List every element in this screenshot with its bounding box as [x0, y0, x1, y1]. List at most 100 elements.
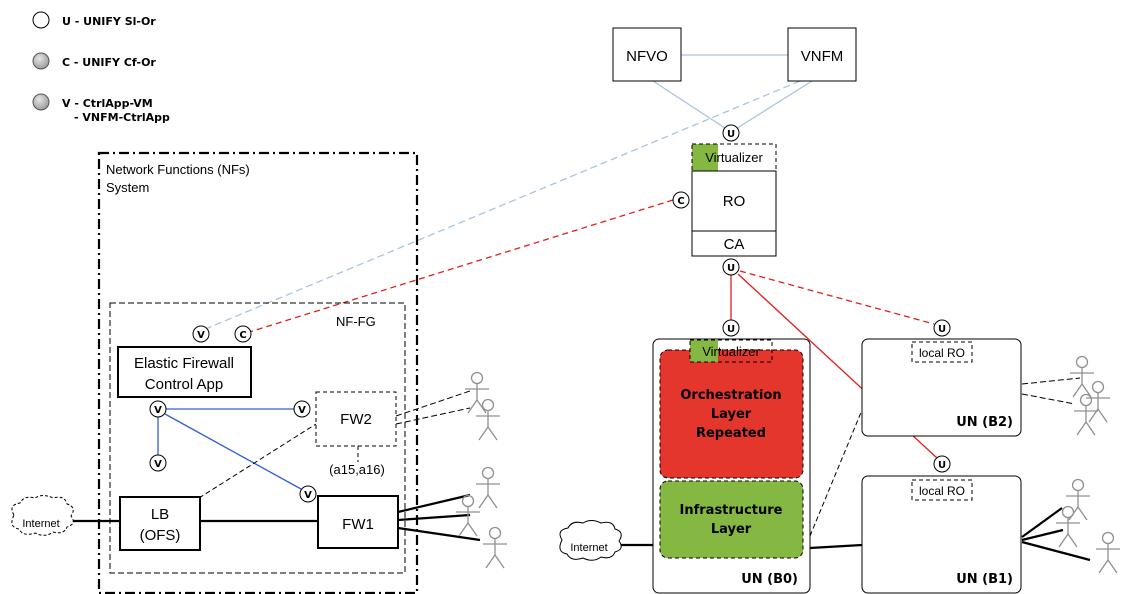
- un-b0-label: UN (B0): [741, 572, 798, 587]
- port-c-ctrlapp-label: C: [239, 330, 246, 341]
- legend-u-circle-icon: [32, 11, 50, 29]
- port-v-hub[interactable]: V: [149, 400, 167, 418]
- un-b2-box[interactable]: local RO UN (B2): [861, 338, 1022, 437]
- fw1-label: FW1: [342, 516, 374, 533]
- orch-label-1: Orchestration: [680, 388, 781, 403]
- legend-v-text: V - CtrlApp-VM: [62, 97, 153, 110]
- ro-ctrlapp-dashed-link: [242, 199, 674, 335]
- users-b2: [1069, 355, 1111, 436]
- vnfm-box[interactable]: VNFM: [787, 27, 857, 82]
- infrastructure-layer[interactable]: Infrastructure Layer: [659, 480, 804, 559]
- port-u-b1-label: U: [938, 460, 946, 471]
- user-icon: [475, 466, 501, 509]
- b2-user-dashed-link-1: [1021, 377, 1081, 385]
- lb-box[interactable]: LB (OFS): [119, 496, 201, 551]
- user-icon: [1069, 355, 1095, 398]
- port-v-ctrlapp-label: V: [197, 330, 205, 341]
- users-fw2: [464, 371, 501, 441]
- local-ro-b2-box: [911, 341, 973, 363]
- virtualizer-top-label: Virtualizer: [705, 150, 763, 165]
- nf-system-box: Network Functions (NFs) System: [97, 151, 419, 594]
- b0-b1-link: [809, 543, 863, 550]
- nffg-box: NF-FG: [109, 302, 406, 574]
- port-u-ca[interactable]: U: [722, 258, 740, 276]
- un-b2-label: UN (B2): [956, 415, 1013, 430]
- infra-label-1: Infrastructure: [680, 503, 783, 518]
- fw1-box[interactable]: FW1: [317, 495, 399, 549]
- nfvo-u-link: [652, 80, 732, 133]
- fw2-box[interactable]: FW2: [315, 391, 397, 447]
- fw2-label: FW2: [340, 411, 372, 428]
- user-icon: [482, 526, 508, 569]
- fw1-user-link-1: [397, 493, 471, 514]
- virtualizer-b0-label: Virtualizer: [702, 344, 760, 359]
- orch-label-2: Layer: [711, 407, 752, 422]
- internet-right-label: Internet: [570, 542, 607, 554]
- b0-b2-dashed-link: [809, 409, 863, 537]
- port-v-fw2[interactable]: V: [293, 400, 311, 418]
- local-ro-b1-box: [911, 479, 973, 501]
- legend-item-v: V - CtrlApp-VM - VNFM-CtrlApp: [32, 93, 170, 124]
- ports: U C U U U U V C: [149, 124, 951, 503]
- internet-left-label: Internet: [22, 518, 59, 530]
- port-u-ro-top-label: U: [727, 129, 735, 140]
- port-v-fw2-label: V: [298, 405, 306, 416]
- ro-stack[interactable]: Virtualizer RO CA: [691, 143, 777, 257]
- fw2-user-dashed-link-2: [395, 407, 471, 425]
- port-u-ro-top[interactable]: U: [722, 124, 740, 142]
- fw2-user-dashed-link-1: [395, 390, 471, 417]
- vnfm-ctrlapp-dashed-link: [202, 80, 801, 331]
- lb-fw2-dashed-link: [198, 423, 317, 499]
- ctrl-app-label-1: Elastic Firewall: [134, 355, 234, 372]
- b1-user-link-1: [1021, 507, 1063, 538]
- port-u-b0-label: U: [727, 324, 735, 335]
- infra-label-2: Layer: [711, 522, 752, 537]
- ctrl-app-box[interactable]: Elastic Firewall Control App: [117, 346, 252, 398]
- nf-system-title: Network Functions (NFs): [106, 162, 250, 177]
- port-u-ca-label: U: [727, 263, 735, 274]
- b1-user-link-2: [1021, 528, 1064, 542]
- legend-u-text: U - UNIFY Sl-Or: [62, 15, 156, 28]
- port-c-ro-label: C: [677, 196, 684, 207]
- local-ro-b2-label: local RO: [919, 346, 965, 360]
- ctrl-app-label-2: Control App: [145, 376, 223, 393]
- ca-label: CA: [724, 236, 745, 253]
- a15-label: (a15,a16): [329, 462, 385, 477]
- port-u-b2[interactable]: U: [933, 319, 951, 337]
- port-v-fw1-label: V: [304, 490, 312, 501]
- un-b1-box[interactable]: local RO UN (B1): [861, 475, 1022, 594]
- orchestration-layer[interactable]: Orchestration Layer Repeated: [659, 349, 804, 479]
- users-fw1: [455, 466, 508, 569]
- ro-label: RO: [723, 193, 746, 210]
- legend-v-text2: - VNFM-CtrlApp: [74, 111, 170, 124]
- internet-right-cloud-icon: Internet: [559, 520, 622, 561]
- b2-user-dashed-link-2: [1021, 393, 1076, 405]
- port-u-b2-label: U: [938, 324, 946, 335]
- nfvo-box[interactable]: NFVO: [612, 27, 682, 82]
- port-v-ctrlapp[interactable]: V: [192, 325, 210, 343]
- vnfm-u-link: [730, 80, 813, 133]
- port-v-hub-label: V: [154, 405, 162, 416]
- virtualizer-b0-green: [690, 340, 718, 362]
- user-icon: [1095, 531, 1121, 574]
- user-icon: [464, 371, 490, 414]
- b1-user-link-3: [1021, 540, 1091, 562]
- lb-label-2: (OFS): [140, 527, 181, 544]
- fw1-user-link-2: [397, 513, 471, 522]
- port-c-ro[interactable]: C: [672, 191, 690, 209]
- local-ro-b1-label: local RO: [919, 484, 965, 498]
- v-fw1-link: [164, 413, 302, 490]
- un-b1-label: UN (B1): [956, 572, 1013, 587]
- fw1-user-link-3: [397, 526, 481, 542]
- port-v-fw1[interactable]: V: [299, 485, 317, 503]
- port-u-b1[interactable]: U: [933, 455, 951, 473]
- connections: [73, 54, 1091, 562]
- port-c-ctrlapp[interactable]: C: [234, 325, 252, 343]
- port-v-lb[interactable]: V: [149, 454, 167, 472]
- user-icon: [1065, 478, 1091, 521]
- ro-box: [691, 170, 777, 232]
- user-icon: [1055, 505, 1081, 548]
- orch-label-3: Repeated: [696, 426, 766, 441]
- nffg-label: NF-FG: [336, 314, 376, 329]
- port-u-b0[interactable]: U: [722, 319, 740, 337]
